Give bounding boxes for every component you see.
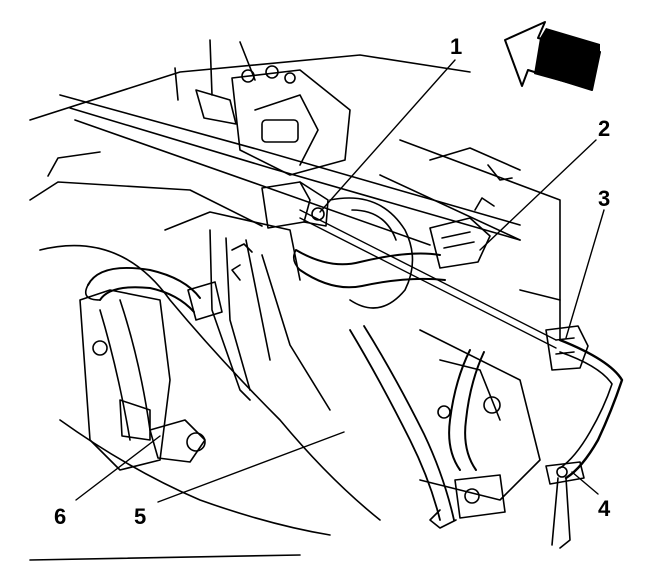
leader-1 (319, 59, 456, 213)
connector (545, 325, 589, 371)
callout-5: 5 (134, 504, 147, 529)
fender-panel (29, 54, 471, 561)
wiring-harness (299, 209, 624, 549)
leader-4 (571, 471, 599, 495)
callout-6: 6 (54, 504, 67, 529)
engine-block (379, 139, 561, 519)
upper-hose (292, 197, 446, 309)
leader-6 (75, 435, 161, 501)
harness-clip (545, 461, 585, 485)
harness-connector (261, 181, 329, 229)
leader-2 (479, 139, 597, 251)
bracket (164, 211, 331, 411)
coolant-hose (84, 266, 223, 441)
callout-4: 4 (598, 496, 611, 521)
callout-3: 3 (598, 186, 611, 211)
leader-5 (157, 431, 345, 503)
leader-lines (75, 59, 605, 503)
intake-assembly (195, 65, 351, 176)
callout-1: 1 (450, 34, 463, 59)
callout-2: 2 (598, 116, 611, 141)
reservoir (79, 289, 171, 471)
arrow-icon (504, 21, 601, 91)
hose-fitting (149, 419, 206, 463)
lower-tube (349, 325, 485, 529)
leader-3 (565, 209, 605, 339)
sensor-connector (429, 197, 495, 269)
